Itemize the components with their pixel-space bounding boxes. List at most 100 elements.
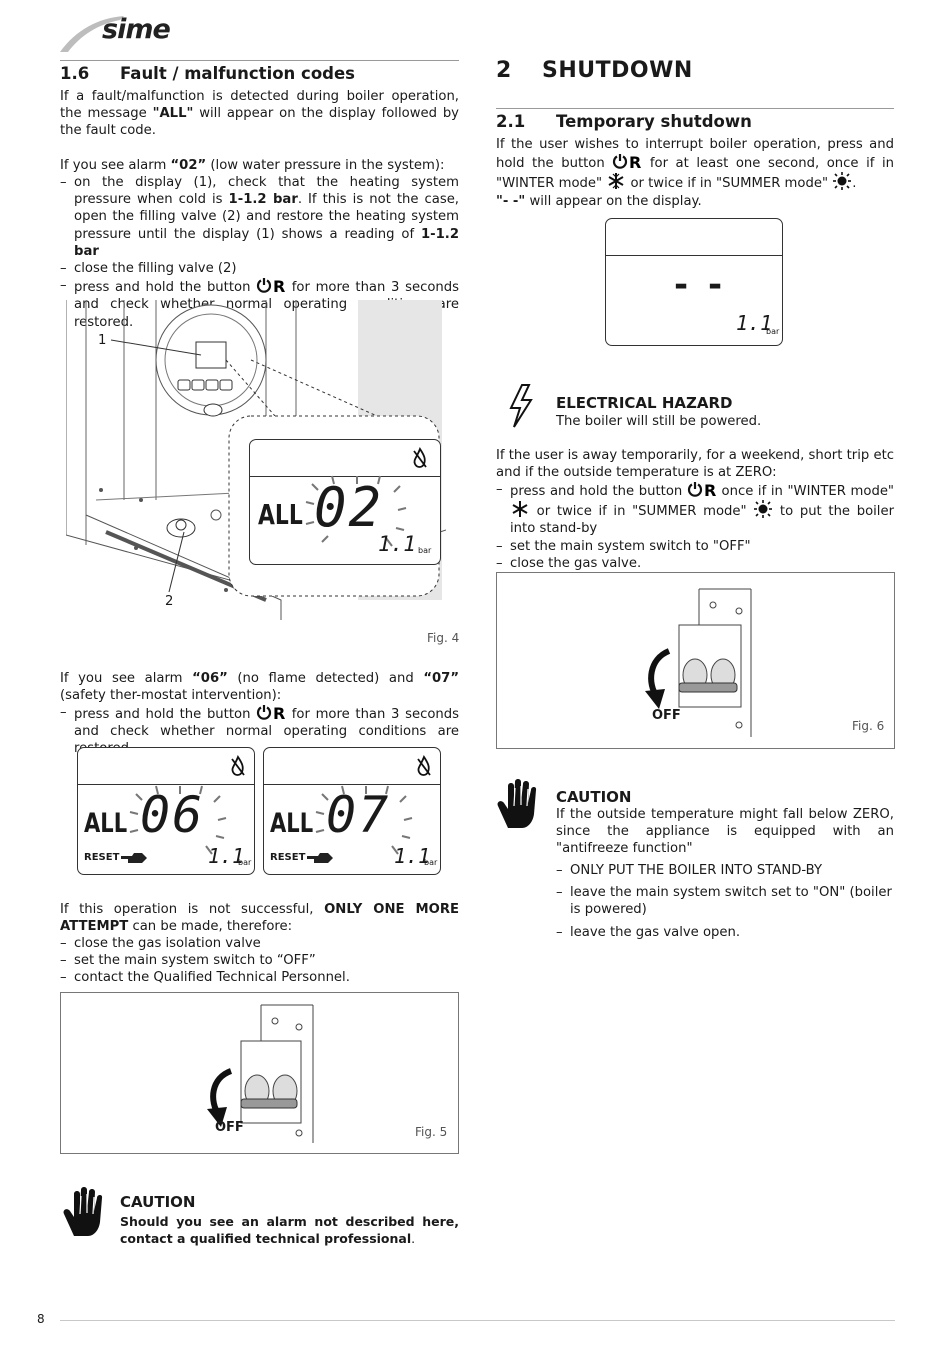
alarm-06-07-steps: press and hold the button R for more tha… [60, 704, 459, 758]
power-reset-icon: R [257, 277, 285, 294]
section-heading: 1.6 Fault / malfunction codes [60, 64, 355, 83]
away-paragraph: If the user is away temporarily, for a w… [496, 448, 894, 481]
lcd-all-label: ALL [84, 808, 128, 839]
fail-steps: close the gas isolation valve set the ma… [60, 935, 459, 987]
lcd-all-label: ALL [258, 498, 303, 531]
flame-crossed-icon [413, 447, 427, 468]
alarm-02-intro: If you see alarm “02” (low water pressur… [60, 158, 445, 173]
off-label: OFF [215, 1120, 244, 1135]
list-item: press and hold the button R once if in "… [496, 481, 894, 538]
list-item: close the gas isolation valve [60, 935, 459, 952]
pointing-hand-icon [121, 853, 147, 863]
lightning-icon [509, 384, 533, 428]
list-item: close the gas valve. [496, 555, 894, 572]
display-alarm-07: ALL 07 RESET 1.1 bar [263, 747, 441, 875]
hazard-title: ELECTRICAL HAZARD [556, 394, 733, 412]
fig-4-illustration: 1 2 ALL 02 1.1 bar [65, 300, 447, 620]
flame-crossed-icon [417, 755, 431, 776]
power-reset-icon: R [687, 481, 716, 498]
caution-text: If the outside temperature might fall be… [556, 807, 894, 857]
main-switch-off-illustration [207, 1004, 314, 1143]
list-item: leave the main system switch set to "ON"… [556, 884, 894, 918]
list-item: close the filling valve (2) [60, 260, 459, 277]
lcd-reset-label: RESET [84, 852, 120, 863]
off-label: OFF [652, 708, 681, 723]
power-reset-icon: R [613, 153, 642, 170]
display-alarm-06: ALL 06 RESET 1.1 bar [77, 747, 255, 875]
lcd-bar-unit: bar [766, 327, 780, 336]
list-item: set the main system switch to "OFF" [496, 538, 894, 555]
hazard-text: The boiler will still be powered. [556, 414, 762, 429]
callout-1: 1 [98, 333, 107, 348]
section-title: Fault / malfunction codes [120, 64, 355, 83]
fig-6-box: OFF Fig. 6 [496, 572, 895, 749]
subsection-heading: 2.1 Temporary shutdown [496, 112, 752, 131]
fig-5-label: Fig. 5 [415, 1125, 448, 1139]
caution-steps: ONLY PUT THE BOILER INTO STAND-BY leave … [556, 862, 894, 941]
lcd-bar-unit: bar [238, 858, 252, 867]
intro-paragraph: If a fault/malfunction is detected durin… [60, 89, 459, 139]
shutdown-paragraph: If the user wishes to interrupt boiler o… [496, 137, 894, 209]
lcd-standby-dashes: - - [674, 265, 727, 305]
svg-text:R: R [273, 277, 285, 294]
subsection-title: Temporary shutdown [556, 112, 752, 131]
hand-icon [497, 779, 537, 828]
fail-paragraph: If this operation is not successful, ONL… [60, 902, 459, 935]
chapter-heading: 2 SHUTDOWN [496, 58, 692, 83]
footer-rule [60, 1320, 895, 1321]
list-item: set the main system switch to “OFF” [60, 952, 459, 969]
lcd-bar-unit: bar [418, 546, 432, 555]
svg-text:R: R [629, 153, 641, 170]
callout-2: 2 [165, 594, 174, 609]
fig-4-label: Fig. 4 [427, 631, 460, 645]
logo-text: sime [102, 14, 171, 45]
blink-rays [129, 785, 227, 855]
list-item: press and hold the button R for more tha… [60, 704, 459, 758]
chapter-number: 2 [496, 58, 512, 83]
power-reset-icon: R [257, 704, 285, 721]
display-standby: - - 1.1 bar [605, 218, 783, 346]
list-item: on the display (1), check that the heati… [60, 174, 459, 260]
snowflake-icon [608, 173, 624, 190]
lcd-pressure: 1.1 [378, 532, 416, 556]
lcd-bar-unit: bar [424, 858, 438, 867]
svg-text:R: R [704, 481, 716, 498]
caution-text: Should you see an alarm not described he… [120, 1214, 459, 1247]
lcd-reset-label: RESET [270, 852, 306, 863]
alarm-06-07-intro: If you see alarm “06” (no flame detected… [60, 671, 459, 704]
fig-5-box: OFF Fig. 5 [60, 992, 459, 1154]
lcd-pressure: 1.1 [736, 311, 773, 335]
subsection-number: 2.1 [496, 112, 526, 131]
chapter-title: SHUTDOWN [542, 58, 693, 83]
display-alarm-02: ALL 02 1.1 bar [249, 439, 441, 565]
sun-icon [833, 172, 852, 191]
flame-crossed-icon [231, 755, 245, 776]
svg-text:R: R [273, 704, 285, 721]
page-number: 8 [37, 1312, 45, 1326]
main-switch-off-illustration [645, 588, 752, 737]
brand-logo: sime [58, 10, 188, 54]
lcd-all-label: ALL [270, 808, 314, 839]
pointing-hand-icon [307, 853, 333, 863]
blink-rays [315, 785, 413, 855]
list-item: leave the gas valve open. [556, 924, 894, 941]
snowflake-icon [512, 501, 528, 518]
blink-rays [305, 475, 407, 547]
section-rule [60, 60, 459, 61]
lcd-fault-code: 02 [314, 476, 384, 539]
caution-title: CAUTION [556, 788, 632, 806]
away-steps: press and hold the button R once if in "… [496, 481, 894, 572]
hand-icon [63, 1187, 103, 1236]
sun-icon [754, 500, 773, 519]
logo-swoosh-icon [60, 16, 124, 52]
list-item: contact the Qualified Technical Personne… [60, 969, 459, 986]
lcd-fault-code: 06 [140, 786, 205, 844]
fig-6-label: Fig. 6 [852, 719, 885, 733]
subsection-rule [496, 108, 894, 109]
section-number: 1.6 [60, 64, 90, 83]
lcd-fault-code: 07 [326, 786, 391, 844]
lcd-pressure: 1.1 [394, 844, 431, 868]
caution-title: CAUTION [120, 1193, 196, 1211]
list-item: ONLY PUT THE BOILER INTO STAND-BY [556, 862, 894, 879]
lcd-pressure: 1.1 [208, 844, 245, 868]
